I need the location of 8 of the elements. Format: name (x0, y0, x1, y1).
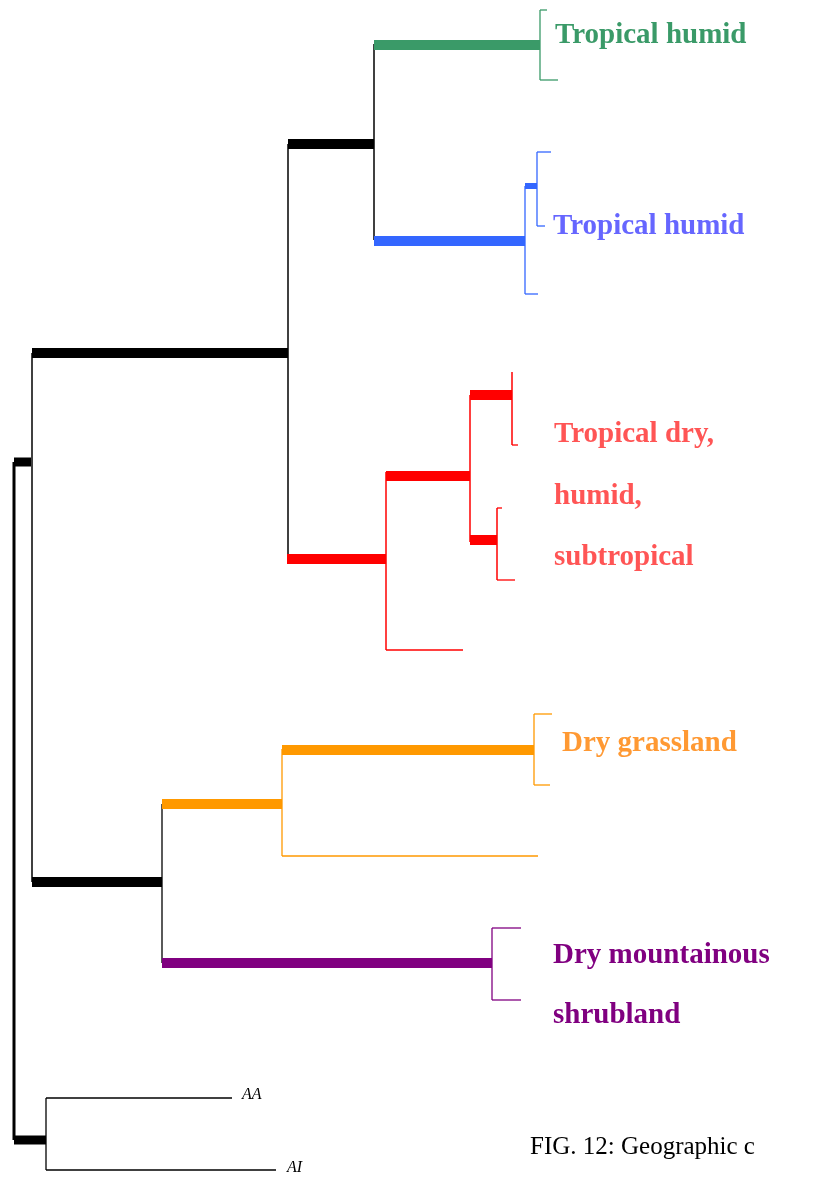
clade-label: Dry grassland (562, 724, 738, 759)
clade-label: Tropical humid (553, 207, 746, 242)
figure-caption: FIG. 12: Geographic c (530, 1132, 755, 1160)
clade-label: Tropical humid (555, 16, 748, 51)
taxon-label: AI (287, 1157, 304, 1177)
taxon-label: AA (242, 1084, 263, 1104)
clade-label: Tropical dry, humid, subtropical (554, 415, 716, 573)
clade-label: Dry mountainous shrubland (553, 936, 771, 1031)
